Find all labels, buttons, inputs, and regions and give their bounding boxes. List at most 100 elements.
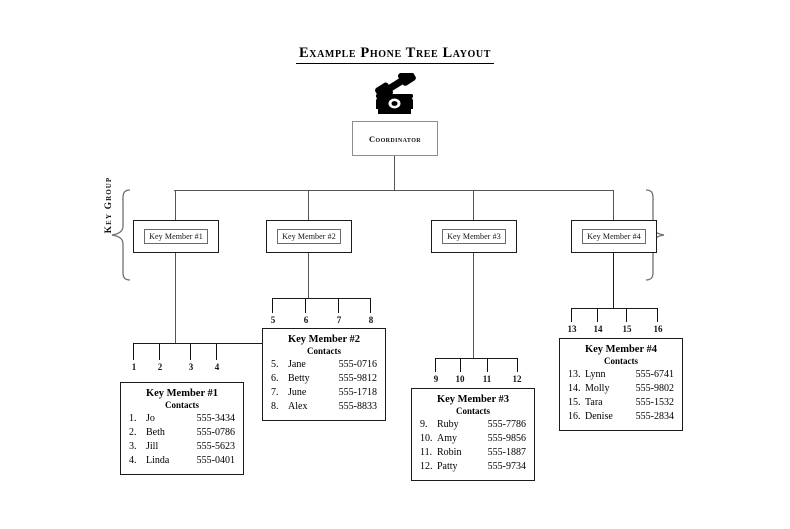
- contact-phone: 555-9812: [338, 373, 377, 384]
- page-title: Example Phone Tree Layout: [0, 45, 790, 64]
- fan-tick-1: [133, 343, 134, 360]
- fan-number-16: 16: [653, 324, 663, 334]
- contact-number: 5.: [271, 359, 279, 370]
- drop-line-km2: [308, 190, 309, 220]
- page-title-text: Example Phone Tree Layout: [295, 45, 495, 64]
- contacts-box-4[interactable]: Key Member #4 Contacts 13. Lynn 555-6741…: [559, 338, 683, 431]
- contact-phone: 555-1532: [635, 397, 674, 408]
- contact-name: Jill: [146, 441, 159, 452]
- key-member-label-3: Key Member #3: [442, 229, 506, 244]
- contact-number: 8.: [271, 401, 279, 412]
- contact-row: 7. June 555-1718: [271, 386, 377, 400]
- contact-name: June: [288, 387, 307, 398]
- contact-row: 4. Linda 555-0401: [129, 454, 235, 468]
- fan-number-1: 1: [131, 362, 137, 372]
- stem-line-km4: [613, 253, 614, 308]
- fanout-bar-km2: [272, 298, 371, 299]
- contact-name: Ruby: [437, 419, 459, 430]
- contacts-list-4: 13. Lynn 555-6741 14. Molly 555-9802 15.…: [568, 368, 674, 424]
- contact-row: 6. Betty 555-9812: [271, 372, 377, 386]
- contact-name: Linda: [146, 455, 170, 466]
- contact-phone: 555-9802: [635, 383, 674, 394]
- contact-number: 12.: [420, 461, 433, 472]
- contact-phone: 555-9734: [487, 461, 526, 472]
- contact-number: 4.: [129, 455, 137, 466]
- contact-name: Denise: [585, 411, 613, 422]
- contact-row: 13. Lynn 555-6741: [568, 368, 674, 382]
- contact-name: Lynn: [585, 369, 606, 380]
- contact-row: 10. Amy 555-9856: [420, 432, 526, 446]
- fan-tick-13: [571, 308, 572, 322]
- fan-number-13: 13: [567, 324, 577, 334]
- contact-name: Alex: [288, 401, 308, 412]
- contacts-subtitle-2: Contacts: [307, 346, 341, 356]
- contact-row: 11. Robin 555-1887: [420, 446, 526, 460]
- contact-phone: 555-1718: [338, 387, 377, 398]
- contact-name: Amy: [437, 433, 457, 444]
- contact-number: 7.: [271, 387, 279, 398]
- fan-number-4: 4: [214, 362, 220, 372]
- fan-number-5: 5: [270, 315, 276, 325]
- contact-phone: 555-0786: [196, 427, 235, 438]
- contact-row: 1. Jo 555-3434: [129, 412, 235, 426]
- contact-phone: 555-5623: [196, 441, 235, 452]
- fan-tick-7: [338, 298, 339, 313]
- fan-tick-16: [657, 308, 658, 322]
- trunk-line: [394, 156, 395, 190]
- contact-number: 14.: [568, 383, 581, 394]
- contact-number: 10.: [420, 433, 433, 444]
- contacts-box-2[interactable]: Key Member #2 Contacts 5. Jane 555-0716 …: [262, 328, 386, 421]
- contact-name: Jane: [288, 359, 306, 370]
- fan-number-7: 7: [336, 315, 342, 325]
- key-member-node-2[interactable]: Key Member #2: [266, 220, 352, 253]
- contact-number: 16.: [568, 411, 581, 422]
- fan-number-15: 15: [622, 324, 632, 334]
- fan-tick-6: [305, 298, 306, 313]
- fan-tick-12: [517, 358, 518, 372]
- contacts-subtitle-4: Contacts: [604, 356, 638, 366]
- contact-name: Robin: [437, 447, 462, 458]
- contacts-list-1: 1. Jo 555-3434 2. Beth 555-0786 3. Jill …: [129, 412, 235, 468]
- key-member-label-4: Key Member #4: [582, 229, 646, 244]
- contacts-list-3: 9. Ruby 555-7786 10. Amy 555-9856 11. Ro…: [420, 418, 526, 474]
- contact-name: Molly: [585, 383, 610, 394]
- key-member-label-1: Key Member #1: [144, 229, 208, 244]
- fan-tick-14: [597, 308, 598, 322]
- fanout-bar-km4: [571, 308, 658, 309]
- key-member-node-1[interactable]: Key Member #1: [133, 220, 219, 253]
- contact-phone: 555-9856: [487, 433, 526, 444]
- contacts-box-1[interactable]: Key Member #1 Contacts 1. Jo 555-3434 2.…: [120, 382, 244, 475]
- contact-phone: 555-3434: [196, 413, 235, 424]
- contact-number: 2.: [129, 427, 137, 438]
- contact-phone: 555-1887: [487, 447, 526, 458]
- fan-tick-8: [370, 298, 371, 313]
- contact-phone: 555-2834: [635, 411, 674, 422]
- fanout-bar-km3: [435, 358, 518, 359]
- contact-row: 2. Beth 555-0786: [129, 426, 235, 440]
- contact-number: 13.: [568, 369, 581, 380]
- key-group-brace-left: [111, 189, 131, 281]
- fan-tick-5: [272, 298, 273, 313]
- fan-tick-4: [216, 343, 217, 360]
- fan-tick-3: [190, 343, 191, 360]
- contact-phone: 555-0716: [338, 359, 377, 370]
- fan-number-9: 9: [433, 374, 439, 384]
- contact-name: Tara: [585, 397, 603, 408]
- fan-number-3: 3: [188, 362, 194, 372]
- contacts-box-3[interactable]: Key Member #3 Contacts 9. Ruby 555-7786 …: [411, 388, 535, 481]
- contacts-title-4: Key Member #4: [584, 344, 658, 355]
- contact-row: 5. Jane 555-0716: [271, 358, 377, 372]
- fanout-bar-km1: [133, 343, 317, 344]
- contact-name: Betty: [288, 373, 310, 384]
- key-member-node-4[interactable]: Key Member #4: [571, 220, 657, 253]
- fan-tick-11: [487, 358, 488, 372]
- contact-row: 8. Alex 555-8833: [271, 400, 377, 414]
- contact-phone: 555-6741: [635, 369, 674, 380]
- contact-row: 14. Molly 555-9802: [568, 382, 674, 396]
- contact-name: Patty: [437, 461, 458, 472]
- key-member-node-3[interactable]: Key Member #3: [431, 220, 517, 253]
- key-member-label-2: Key Member #2: [277, 229, 341, 244]
- coordinator-node[interactable]: Coordinator: [352, 121, 438, 156]
- contacts-list-2: 5. Jane 555-0716 6. Betty 555-9812 7. Ju…: [271, 358, 377, 414]
- contact-row: 15. Tara 555-1532: [568, 396, 674, 410]
